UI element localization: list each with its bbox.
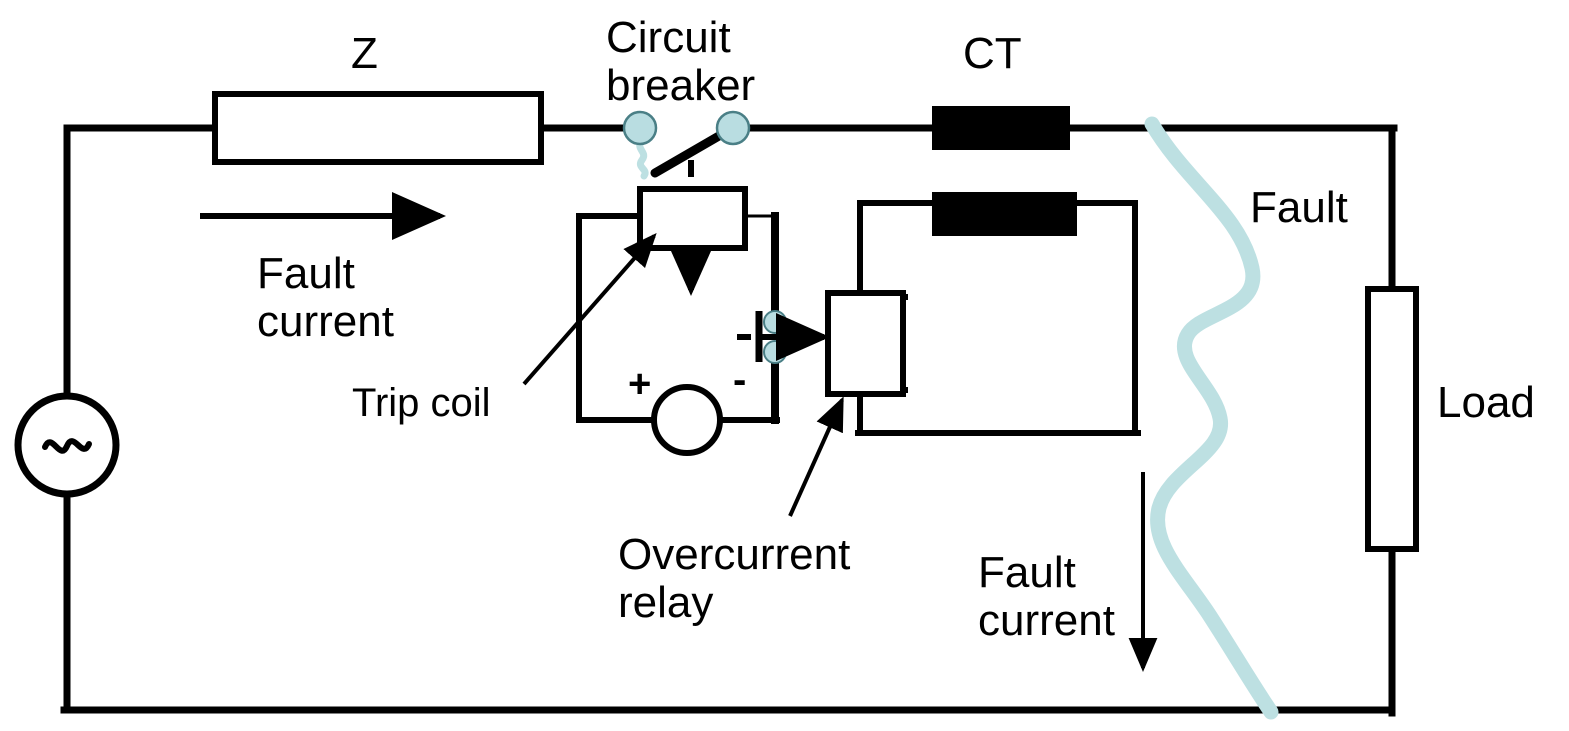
- fault-current-primary-label-line1: Fault: [257, 249, 355, 298]
- overcurrent-relay-label-line1: Overcurrent: [618, 530, 851, 579]
- current-transformer: [932, 106, 1077, 236]
- trip-coil-label: Trip coil: [352, 381, 491, 425]
- circuit-breaker-label-line1: Circuit: [606, 13, 731, 62]
- fault-current-secondary-label-line1: Fault: [978, 548, 1076, 597]
- ct-secondary-winding: [932, 192, 1077, 236]
- ct-secondary-loop: [855, 200, 1141, 436]
- relay-contact: [737, 310, 830, 364]
- trip-coil-box: [637, 186, 748, 251]
- dc-negative-sign: -: [733, 358, 747, 402]
- fault-current-primary-label-line2: current: [257, 297, 394, 346]
- load-block: [1365, 286, 1419, 552]
- impedance-label: Z: [351, 29, 378, 78]
- fault-arc: [1144, 116, 1279, 720]
- dc-source: [651, 384, 723, 456]
- fault-label: Fault: [1250, 183, 1348, 232]
- overcurrent-relay-block: [825, 290, 906, 397]
- overcurrent-relay-label-line2: relay: [618, 578, 714, 627]
- fault-current-secondary-label-line2: current: [978, 596, 1115, 645]
- breaker-contact-left: [622, 110, 658, 146]
- series-impedance-block: [212, 91, 544, 165]
- circuit-breaker: [622, 110, 751, 180]
- dc-positive-sign: +: [628, 362, 652, 406]
- relay-contact-dot-upper: [763, 310, 787, 334]
- breaker-contact-right: [715, 110, 751, 146]
- circuit-breaker-label-line2: breaker: [606, 61, 756, 110]
- ac-source: [14, 392, 120, 498]
- main-power-loop: [60, 124, 1398, 717]
- trip-coil-dc-loop: [576, 212, 780, 424]
- trip-coil-leader-line: [522, 232, 657, 386]
- load-label: Load: [1437, 378, 1535, 427]
- ct-primary-winding: [932, 106, 1070, 150]
- relay-contact-dot-lower: [763, 340, 787, 364]
- overcurrent-relay-leader-line: [788, 396, 844, 517]
- ct-label: CT: [963, 29, 1022, 78]
